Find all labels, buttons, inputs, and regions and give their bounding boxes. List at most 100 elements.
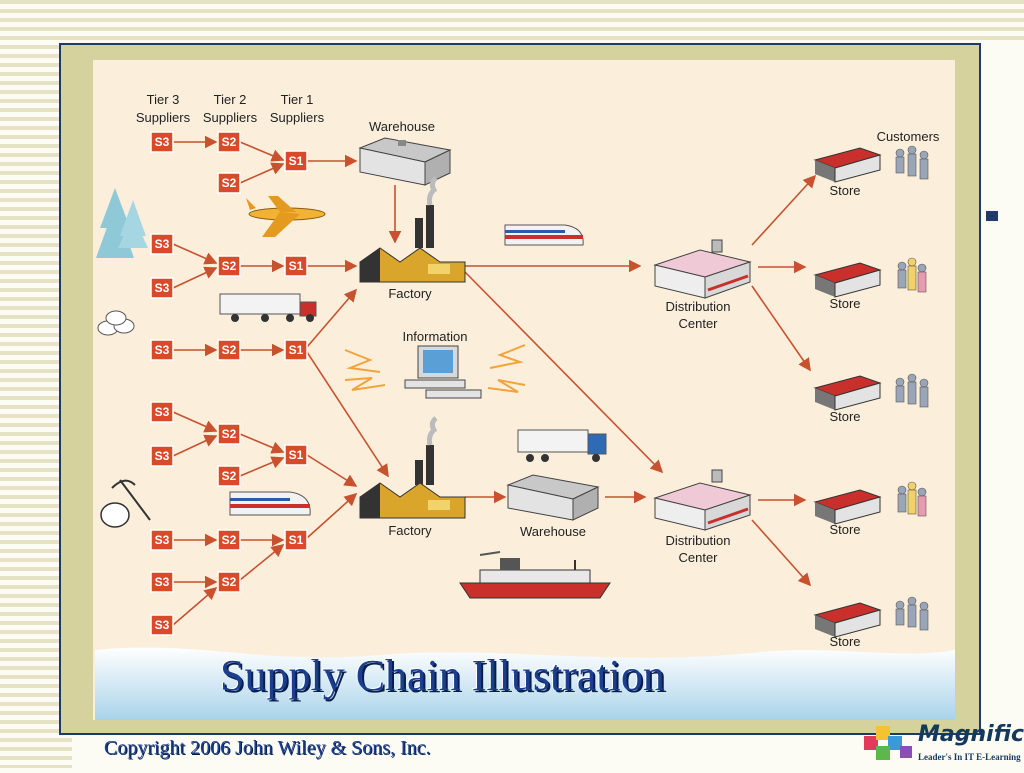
logs-icon xyxy=(97,310,135,336)
node-s1: S1 xyxy=(284,255,308,277)
supplier-nodes: S3 S2 S2 S1 S3 S3 S2 S1 S3 S2 S1 S3 S3 S… xyxy=(150,131,308,636)
node-s3: S3 xyxy=(150,131,174,153)
distribution-center-icon xyxy=(653,239,752,299)
svg-text:S3: S3 xyxy=(155,135,170,149)
store-label: Store xyxy=(829,522,860,537)
store-icon xyxy=(813,489,882,525)
factory-icon xyxy=(359,176,466,283)
svg-text:S1: S1 xyxy=(289,343,304,357)
node-s3: S3 xyxy=(150,529,174,551)
magnific-logo: Magnific Leader's In IT E-Learning xyxy=(860,722,1024,768)
customers-label: Customers xyxy=(877,129,940,144)
factory-icon xyxy=(359,416,466,519)
node-s2: S2 xyxy=(217,529,241,551)
store-icon xyxy=(813,147,882,183)
node-s2: S2 xyxy=(217,255,241,277)
svg-text:S3: S3 xyxy=(155,618,170,632)
tier2-line2: Suppliers xyxy=(203,110,258,125)
svg-text:S3: S3 xyxy=(155,237,170,251)
store-icon xyxy=(813,602,882,638)
computer-icon xyxy=(344,344,526,399)
airplane-icon xyxy=(246,196,326,237)
node-s3: S3 xyxy=(150,401,174,423)
node-s3: S3 xyxy=(150,233,174,255)
truck-icon xyxy=(219,293,317,322)
store-label: Store xyxy=(829,409,860,424)
ship-icon xyxy=(459,551,611,599)
node-s3: S3 xyxy=(150,277,174,299)
tier3-line1: Tier 3 xyxy=(147,92,180,107)
store-label: Store xyxy=(829,296,860,311)
diagram-panel xyxy=(93,60,955,720)
accent-mark xyxy=(986,211,998,221)
store-icon xyxy=(813,375,882,411)
tier1-line1: Tier 1 xyxy=(281,92,314,107)
trees-icon xyxy=(96,188,148,258)
information-label: Information xyxy=(402,329,467,344)
tier2-line1: Tier 2 xyxy=(214,92,247,107)
water-decoration xyxy=(95,647,955,720)
customers-icon xyxy=(897,257,927,293)
node-s2: S2 xyxy=(217,172,241,194)
factory-top-label: Factory xyxy=(388,286,432,301)
store-icon xyxy=(813,262,882,298)
customers-icon xyxy=(895,596,929,631)
node-s3: S3 xyxy=(150,571,174,593)
store-label: Store xyxy=(829,634,860,649)
svg-text:S2: S2 xyxy=(222,259,237,273)
distribution-center-top-line2: Center xyxy=(678,316,718,331)
svg-text:S1: S1 xyxy=(289,154,304,168)
svg-text:S2: S2 xyxy=(222,575,237,589)
svg-text:S3: S3 xyxy=(155,281,170,295)
pickaxe-icon xyxy=(100,479,151,528)
customers-icon xyxy=(897,481,927,517)
distribution-center-bottom-line2: Center xyxy=(678,550,718,565)
factory-bottom-label: Factory xyxy=(388,523,432,538)
svg-text:S2: S2 xyxy=(222,427,237,441)
logo-name: Magnific xyxy=(918,722,1024,747)
node-s1: S1 xyxy=(284,150,308,172)
node-s2: S2 xyxy=(217,339,241,361)
warehouse-top-label: Warehouse xyxy=(369,119,435,134)
node-s2: S2 xyxy=(217,131,241,153)
svg-text:S2: S2 xyxy=(222,176,237,190)
flow-arrows xyxy=(172,135,817,626)
svg-text:S3: S3 xyxy=(155,343,170,357)
train-icon xyxy=(229,491,311,516)
truck-icon xyxy=(517,429,607,462)
node-s2: S2 xyxy=(217,571,241,593)
svg-text:S2: S2 xyxy=(222,343,237,357)
node-s3: S3 xyxy=(150,445,174,467)
train-icon xyxy=(504,224,584,246)
warehouse-icon xyxy=(358,137,452,186)
distribution-center-bottom-line1: Distribution xyxy=(665,533,730,548)
store-label: Store xyxy=(829,183,860,198)
distribution-center-top-line1: Distribution xyxy=(665,299,730,314)
logo-tagline: Leader's In IT E-Learning xyxy=(918,752,1021,762)
svg-text:S3: S3 xyxy=(155,405,170,419)
node-s2: S2 xyxy=(217,423,241,445)
tier1-line2: Suppliers xyxy=(270,110,325,125)
svg-text:S2: S2 xyxy=(222,533,237,547)
magnific-logo-mark xyxy=(864,726,912,760)
node-s1: S1 xyxy=(284,529,308,551)
svg-text:S2: S2 xyxy=(222,135,237,149)
svg-text:S3: S3 xyxy=(155,449,170,463)
svg-text:S3: S3 xyxy=(155,533,170,547)
warehouse-bottom-label: Warehouse xyxy=(520,524,586,539)
top-stripes-decoration xyxy=(72,0,1024,44)
node-s1: S1 xyxy=(284,339,308,361)
tier-headers: Tier 3 Suppliers Tier 2 Suppliers Tier 1… xyxy=(136,92,325,125)
customers-icon xyxy=(895,145,929,180)
warehouse-icon xyxy=(506,474,600,521)
svg-text:S1: S1 xyxy=(289,448,304,462)
svg-text:S3: S3 xyxy=(155,575,170,589)
node-s3: S3 xyxy=(150,614,174,636)
svg-text:S1: S1 xyxy=(289,259,304,273)
distribution-center-icon xyxy=(653,469,752,531)
slide-title: Supply Chain Illustration xyxy=(220,651,665,700)
copyright-text: Copyright 2006 John Wiley & Sons, Inc. xyxy=(104,737,431,759)
node-s1: S1 xyxy=(284,444,308,466)
tier3-line2: Suppliers xyxy=(136,110,191,125)
